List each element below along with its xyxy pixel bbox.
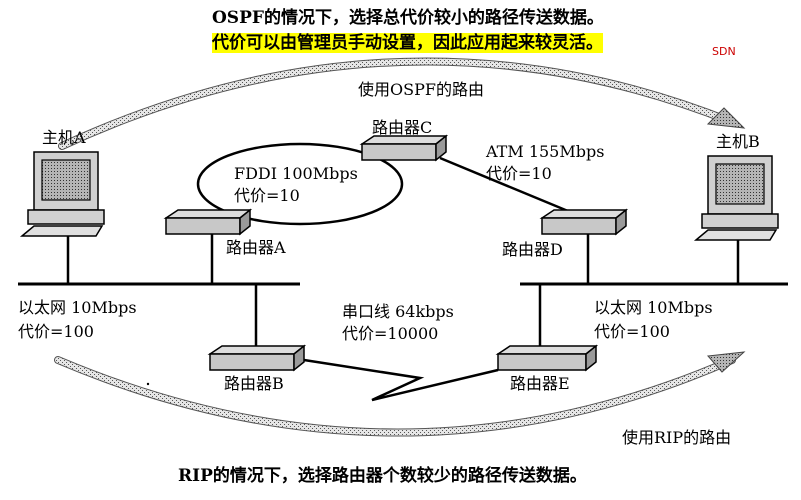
router-e-device — [495, 344, 599, 372]
atm-link — [439, 156, 581, 218]
drop-links — [66, 232, 740, 348]
speck — [146, 382, 150, 386]
router-a-label: 路由器A — [226, 238, 286, 257]
router-b-label: 路由器B — [224, 374, 284, 393]
sdn-mark: SDN — [712, 45, 736, 58]
ethernet-left-cost: 代价=100 — [18, 322, 94, 341]
host-b-label: 主机B — [716, 132, 760, 151]
fddi-link-name: FDDI 100Mbps — [234, 164, 358, 183]
serial-link — [303, 358, 499, 402]
router-a-device — [163, 208, 253, 236]
ospf-note-line2: 代价可以由管理员手动设置，因此应用起来较灵活。 — [212, 33, 603, 53]
atm-link-name: ATM 155Mbps — [486, 142, 605, 161]
ethernet-right-cost: 代价=100 — [594, 322, 670, 341]
host-a-computer — [19, 151, 105, 237]
router-e-label: 路由器E — [510, 374, 570, 393]
serial-link-name: 串口线 64kbps — [342, 302, 454, 321]
rip-path-arrow — [54, 351, 746, 437]
rip-path-label: 使用RIP的路由 — [622, 428, 732, 447]
router-c-device — [359, 134, 449, 162]
fddi-ring — [196, 142, 404, 226]
rip-note: RIP的情况下，选择路由器个数较少的路径传送数据。 — [178, 466, 587, 486]
ethernet-left-name: 以太网 10Mbps — [18, 298, 137, 317]
ospf-path-arrow — [58, 57, 746, 150]
fddi-link-cost: 代价=10 — [234, 186, 300, 205]
ospf-note-line1: OSPF的情况下，选择总代价较小的路径传送数据。 — [212, 8, 604, 28]
host-a-label: 主机A — [42, 128, 86, 147]
host-b-computer — [693, 155, 779, 241]
ospf-path-label: 使用OSPF的路由 — [358, 80, 484, 99]
serial-link-cost: 代价=10000 — [342, 324, 439, 343]
ethernet-right-name: 以太网 10Mbps — [594, 298, 713, 317]
router-d-device — [539, 208, 629, 236]
router-d-label: 路由器D — [502, 240, 563, 259]
router-b-device — [207, 344, 307, 372]
router-c-label: 路由器C — [372, 118, 433, 137]
atm-link-cost: 代价=10 — [486, 164, 552, 183]
